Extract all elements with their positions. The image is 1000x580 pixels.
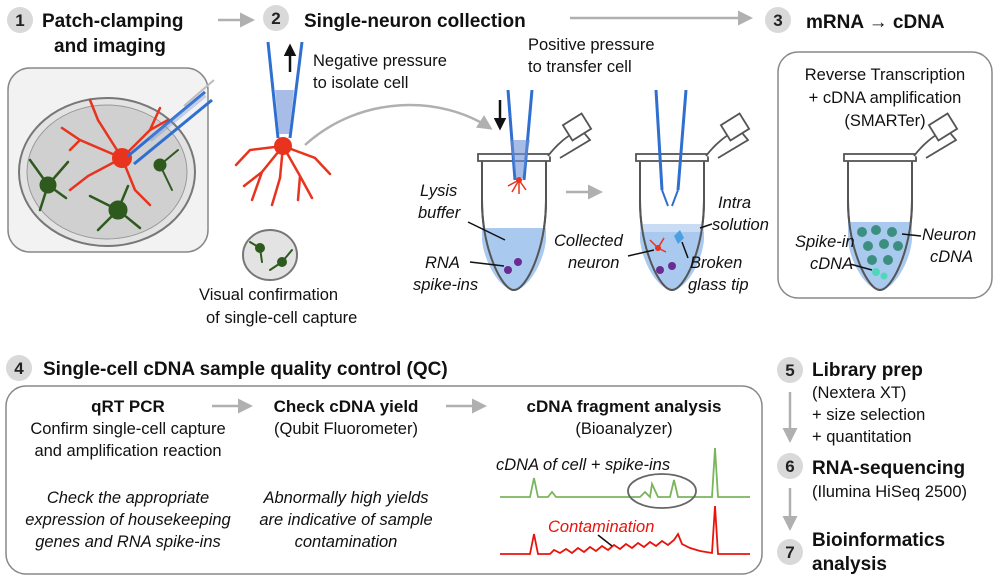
rt-line2: + cDNA amplification (809, 89, 962, 107)
qrt-line1: Confirm single-cell capture (30, 420, 225, 438)
step-1-title-line1: Patch-clamping (42, 11, 183, 32)
collected-neuron-line1: Collected (554, 232, 624, 250)
rt-line3: (SMARTer) (844, 112, 925, 130)
trace-highlight (627, 473, 697, 509)
step-7: 7 Bioinformatics analysis (777, 530, 945, 575)
step-3-badge (765, 7, 791, 33)
spikein-cdna-line1: Spike-in (795, 233, 855, 251)
step-4-panel (5, 385, 763, 575)
lysis-buffer-line2: buffer (418, 204, 462, 222)
step-6: 6 RNA-sequencing (Ilumina HiSeq 2500) (777, 453, 967, 501)
positive-pressure-line1: Positive pressure (528, 36, 655, 54)
step-7-title-line1: Bioinformatics (812, 530, 945, 551)
step-1: 1 Patch-clamping and imaging (7, 7, 215, 253)
step-2-number: 2 (271, 9, 280, 28)
step-7-title-line2: analysis (812, 554, 887, 575)
rna-spikeins-line2: spike-ins (413, 276, 478, 294)
yield-note-line2: are indicative of sample (259, 511, 432, 529)
isolating-pipette (266, 41, 304, 139)
yield-note-line3: contamination (295, 533, 398, 551)
rna-spikeins-line1: RNA (425, 254, 460, 272)
qrt-note-line3: genes and RNA spike-ins (35, 533, 221, 551)
collected-neuron-line2: neuron (568, 254, 619, 272)
visual-confirmation-line1: Visual confirmation (199, 286, 338, 304)
lysis-buffer-line1: Lysis (420, 182, 457, 200)
step-4-badge (6, 355, 32, 381)
step-7-number: 7 (785, 543, 794, 562)
step-1-title-line2: and imaging (54, 36, 166, 57)
step-4-title: Single-cell cDNA sample quality control … (43, 359, 448, 380)
step-5: 5 Library prep (Nextera XT) + size selec… (777, 357, 925, 446)
isolated-neuron (234, 137, 332, 207)
patch-pipette (127, 79, 215, 166)
fragment-title: cDNA fragment analysis (527, 397, 722, 416)
step-3: 3 mRNA → cDNA Reverse Transcription + cD… (765, 7, 993, 299)
step-5-number: 5 (785, 361, 794, 380)
qrt-note-line1: Check the appropriate (47, 489, 209, 507)
contamination-label: Contamination (548, 518, 654, 536)
step-2: 2 Single-neuron collection Negative pres… (199, 5, 769, 327)
cell-trace (500, 447, 750, 499)
yield-line1: (Qubit Fluorometer) (274, 420, 418, 438)
step-7-badge (777, 539, 803, 565)
step-5-line3: + quantitation (812, 428, 912, 446)
intra-solution-line1: Intra (718, 194, 751, 212)
broken-tip-line2: glass tip (688, 276, 749, 294)
cdna-tube (843, 112, 959, 292)
step-4-number: 4 (14, 359, 24, 378)
negative-pressure-line2: to isolate cell (313, 74, 408, 92)
contamination-trace (500, 505, 750, 555)
step-6-title: RNA-sequencing (812, 458, 965, 479)
yield-note-line1: Abnormally high yields (262, 489, 428, 507)
step-1-badge (7, 7, 33, 33)
step-5-line2: + size selection (812, 406, 925, 424)
step-5-line1: (Nextera XT) (812, 384, 906, 402)
step-3-number: 3 (773, 11, 782, 30)
yield-title: Check cDNA yield (274, 397, 419, 416)
qrt-note-line2: expression of housekeeping (25, 511, 231, 529)
rt-line1: Reverse Transcription (805, 66, 965, 84)
broken-tip-line1: Broken (690, 254, 742, 272)
transfer-arrow (304, 103, 493, 146)
fragment-line1: (Bioanalyzer) (575, 420, 672, 438)
step-4: 4 Single-cell cDNA sample quality contro… (5, 355, 763, 575)
step-3-title: mRNA → cDNA (806, 12, 945, 33)
qrt-title: qRT PCR (91, 397, 165, 416)
trace-label: cDNA of cell + spike-ins (496, 456, 670, 474)
step-6-line1: (Ilumina HiSeq 2500) (812, 483, 967, 501)
neuron-cdna-line2: cDNA (930, 248, 973, 266)
neuron-cdna-line1: Neuron (922, 226, 976, 244)
positive-pressure-line2: to transfer cell (528, 58, 632, 76)
step-5-title: Library prep (812, 360, 923, 381)
step-6-badge (777, 453, 803, 479)
patched-neuron (60, 98, 170, 207)
negative-pressure-line1: Negative pressure (313, 52, 447, 70)
green-neurons (28, 149, 179, 232)
step-5-badge (777, 357, 803, 383)
intra-solution-line2: solution (712, 216, 769, 234)
transfer-pipette (506, 89, 534, 194)
step-6-number: 6 (785, 457, 794, 476)
small-dish (242, 229, 298, 281)
spikein-cdna-line2: cDNA (810, 255, 853, 273)
step-2-title: Single-neuron collection (304, 11, 526, 32)
qrt-line2: and amplification reaction (34, 442, 221, 460)
step-1-number: 1 (15, 11, 24, 30)
visual-confirmation-line2: of single-cell capture (206, 309, 357, 327)
step-2-badge (263, 5, 289, 31)
